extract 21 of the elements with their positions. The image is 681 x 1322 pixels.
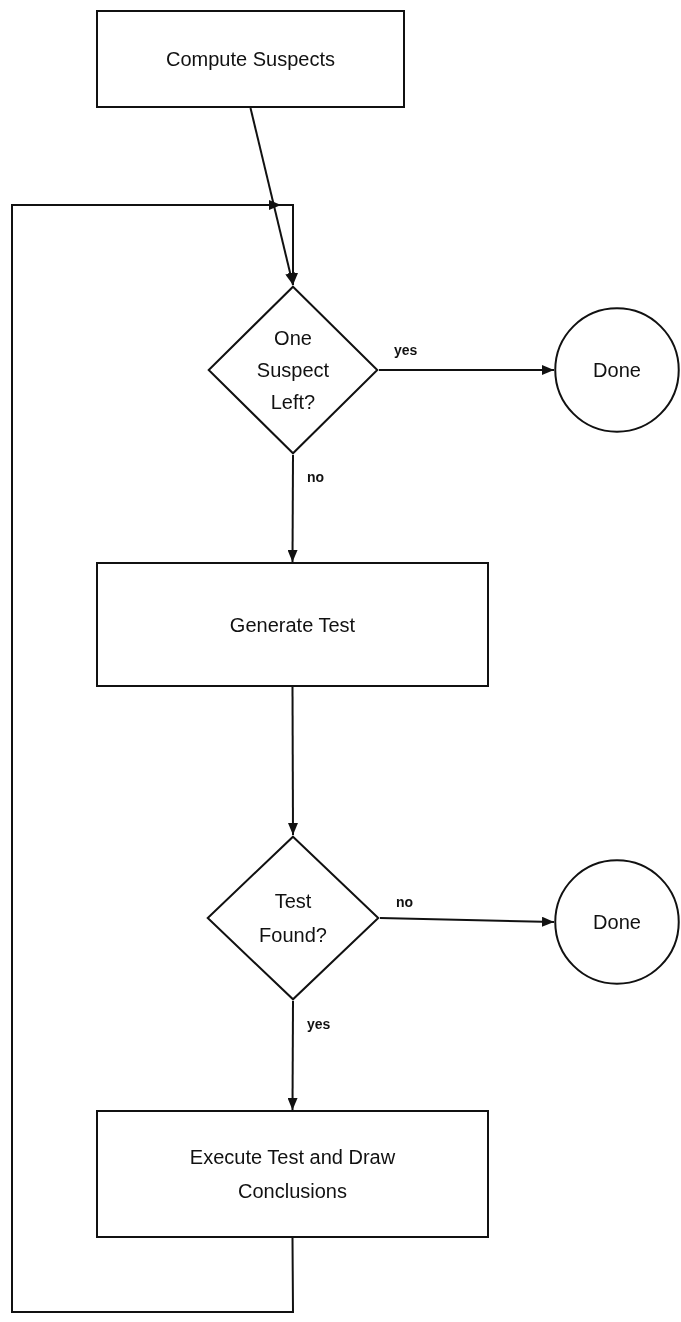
node-label: Execute Test and Draw Conclusions bbox=[188, 1145, 397, 1204]
process-box bbox=[96, 10, 405, 108]
arrow bbox=[287, 686, 298, 836]
process-box bbox=[96, 562, 489, 687]
node-label: Generate Test bbox=[229, 612, 356, 638]
node-label: One Suspect Left? bbox=[255, 326, 331, 415]
process-box bbox=[96, 1110, 489, 1238]
arrow bbox=[287, 454, 298, 563]
node-label: Compute Suspects bbox=[166, 47, 335, 72]
node-label: Done bbox=[593, 358, 641, 383]
terminal-circle bbox=[554, 307, 680, 433]
terminal-circle bbox=[554, 859, 680, 985]
loop-arrow bbox=[11, 200, 298, 1313]
decision-diamond bbox=[206, 835, 380, 1001]
arrow bbox=[287, 1000, 298, 1111]
node-label: Test Found? bbox=[258, 889, 328, 948]
arrow bbox=[379, 916, 555, 927]
arrow bbox=[378, 365, 555, 375]
arrow bbox=[249, 107, 296, 286]
node-label: Done bbox=[593, 910, 641, 935]
decision-diamond bbox=[207, 285, 379, 455]
